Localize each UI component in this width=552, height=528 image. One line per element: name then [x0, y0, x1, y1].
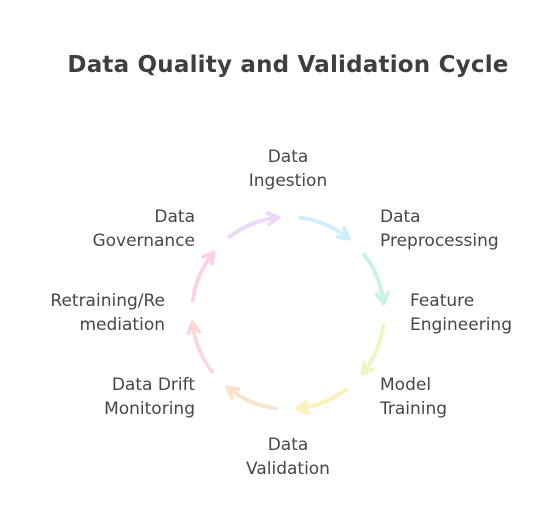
stage-label-line: Data: [267, 147, 309, 167]
stage-label-line: Feature: [410, 291, 475, 311]
stage-label-data-validation: Data Validation: [228, 433, 348, 481]
cycle-arrow-data-ingestion: [298, 215, 351, 241]
diagram-title: Data Quality and Validation Cycle: [67, 52, 509, 78]
stage-label-data-drift-monitoring: Data Drift Monitoring: [104, 373, 195, 421]
cycle-arrow-data-validation: [225, 385, 278, 411]
stage-label-data-preprocessing: Data Preprocessing: [380, 205, 499, 253]
cycle-arrow-retraining-remediation: [190, 250, 216, 303]
stage-label-line: Data Drift: [111, 375, 195, 395]
stage-label-line: Validation: [246, 459, 330, 479]
stage-label-data-governance: Data Governance: [92, 205, 195, 253]
stage-label-line: Data: [154, 207, 195, 227]
stage-label-retraining-remediation: Retraining/Re mediation: [50, 289, 165, 337]
stage-label-line: Training: [380, 399, 448, 419]
stage-label-line: Data: [380, 207, 421, 227]
stage-label-line: mediation: [79, 315, 165, 335]
stage-label-data-ingestion: Data Ingestion: [228, 145, 348, 193]
stage-label-line: Model: [380, 375, 432, 395]
stage-label-line: Data: [267, 435, 309, 455]
stage-label-feature-engineering: Feature Engineering: [410, 289, 512, 337]
stage-label-model-training: Model Training: [380, 373, 447, 421]
stage-label-line: Governance: [92, 231, 195, 251]
cycle-arrow-model-training: [295, 387, 349, 415]
stage-label-line: Retraining/Re: [50, 291, 165, 311]
cycle-arrow-data-preprocessing: [362, 252, 390, 306]
stage-label-line: Ingestion: [248, 171, 328, 191]
cycle-arrow-feature-engineering: [360, 323, 386, 376]
stage-label-line: Monitoring: [104, 399, 195, 419]
stage-label-line: Engineering: [410, 315, 512, 335]
cycle-arrow-data-drift-monitoring: [186, 320, 214, 374]
stage-label-line: Preprocessing: [380, 231, 499, 251]
cycle-arrow-data-governance: [227, 211, 281, 239]
